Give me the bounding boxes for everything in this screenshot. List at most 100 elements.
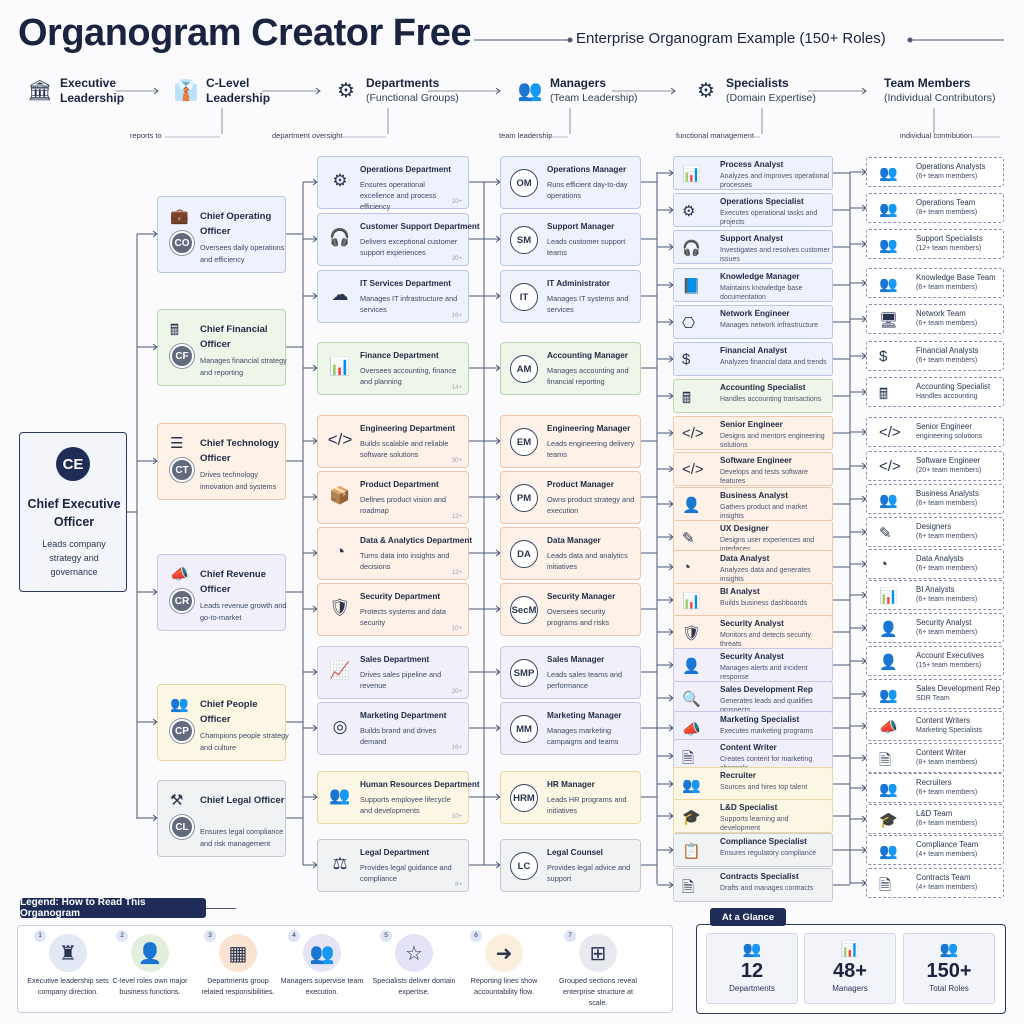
legend-number: 2 (116, 930, 128, 942)
team-card[interactable]: $Financial Analysts(6+ team members) (866, 341, 1004, 371)
manager-description: Leads HR programs and initiatives (547, 795, 627, 815)
clevel-description: Champions people strategy and culture (200, 731, 289, 752)
team-name: Accounting Specialist (916, 382, 991, 391)
manager-badge: HRM (510, 784, 538, 812)
legend-number: 3 (204, 930, 216, 942)
team-card[interactable]: 🗎Content Writer(8+ team members) (866, 743, 1004, 773)
ceo-card[interactable]: CE Chief Executive Officer Leads company… (19, 432, 127, 592)
team-description: (6+ team members) (916, 173, 978, 180)
team-card[interactable]: 👥Recruiters(6+ team members) (866, 773, 1004, 803)
trend-icon: 📈 (329, 661, 351, 680)
manager-description: Manages accounting and financial reporti… (547, 366, 629, 386)
team-card[interactable]: </>Software Engineer(20+ team members) (866, 451, 1004, 481)
team-card[interactable]: 🖥Network Team(6+ team members) (866, 304, 1004, 334)
team-card[interactable]: ✎Designers(6+ team members) (866, 517, 1004, 547)
team-card[interactable]: 👥Operations Team(8+ team members) (866, 193, 1004, 223)
gear-icon: ⚙ (682, 203, 696, 220)
team-card[interactable]: 👥Knowledge Base Team(6+ team members) (866, 268, 1004, 298)
flow-label: team leadership (499, 131, 553, 140)
team-card[interactable]: 👥Compliance Team(4+ team members) (866, 835, 1004, 865)
flow-label: functional management (676, 131, 754, 140)
team-description: (6+ team members) (916, 357, 978, 364)
team-card[interactable]: 👥Support Specialists(12+ team members) (866, 229, 1004, 259)
manager-description: Leads data and analytics initiatives (547, 551, 628, 571)
team-description: (6+ team members) (916, 500, 978, 507)
bar-chart-icon: 📊 (682, 593, 701, 610)
specialist-name: Software Engineer (720, 456, 792, 465)
department-description: Turns data into insights and decisions (360, 551, 450, 571)
team-card[interactable]: 👥Business Analysts(6+ team members) (866, 484, 1004, 514)
bank-icon: 🏛 (27, 79, 53, 102)
graduation-icon: 🎓 (879, 812, 898, 829)
team-card[interactable]: 👥Operations Analysts(6+ team members) (866, 157, 1004, 187)
specialist-name: Marketing Specialist (720, 715, 800, 724)
monitor-icon: 🖥 (879, 312, 899, 329)
level-subtitle: (Functional Groups) (366, 92, 459, 104)
legend-text: Specialists deliver domain expertise. (372, 976, 456, 996)
team-card[interactable]: 👤Account Executives(15+ team members) (866, 646, 1004, 676)
team-card[interactable]: ◔Data Analysts(6+ team members) (866, 549, 1004, 579)
team-card[interactable]: 🎓L&D Team(6+ team members) (866, 804, 1004, 834)
team-card[interactable]: 👤Security Analyst(6+ team members) (866, 613, 1004, 643)
network-icon: ⎔ (682, 315, 696, 332)
team-card[interactable]: 📊BI Analysts(6+ team members) (866, 580, 1004, 610)
glance-label: Managers (832, 984, 868, 993)
team-card[interactable]: 🗎Contracts Team(4+ team members) (866, 868, 1004, 898)
level-header-1: 👔C-Level Leadership (172, 76, 270, 106)
